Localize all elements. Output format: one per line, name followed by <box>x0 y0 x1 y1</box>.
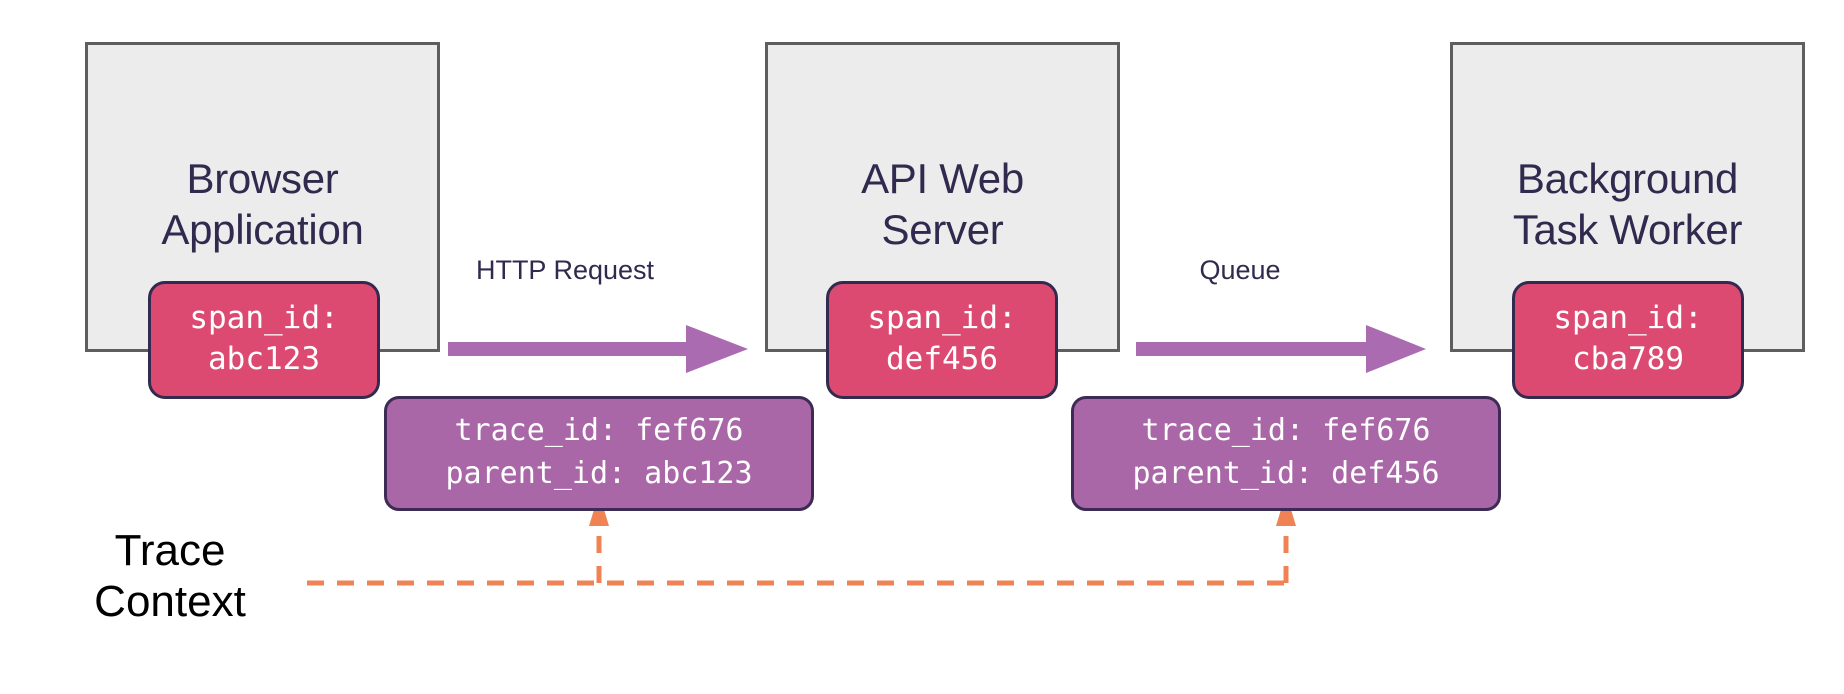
service-box-background-task-worker: Background Task Worker <box>1450 42 1805 352</box>
trace-context-label: Trace Context <box>94 526 246 627</box>
context-box-http-request: trace_id: fef676 parent_id: abc123 <box>384 396 814 512</box>
span-badge-browser-application: span_id: abc123 <box>148 281 380 399</box>
service-title-api-web-server: API Web Server <box>861 155 1024 254</box>
service-title-background-task-worker: Background Task Worker <box>1512 155 1743 254</box>
span-badge-background-task-worker: span_id: cba789 <box>1512 281 1744 399</box>
flow-label-queue: Queue <box>1199 255 1281 285</box>
flow-arrow-http-request <box>448 325 748 373</box>
span-badge-api-web-server: span_id: def456 <box>826 281 1058 399</box>
flow-label-http-request: HTTP Request <box>475 255 655 285</box>
service-title-browser-application: Browser Application <box>161 155 364 254</box>
context-box-queue: trace_id: fef676 parent_id: def456 <box>1071 396 1501 512</box>
flow-arrow-queue <box>1136 325 1426 373</box>
